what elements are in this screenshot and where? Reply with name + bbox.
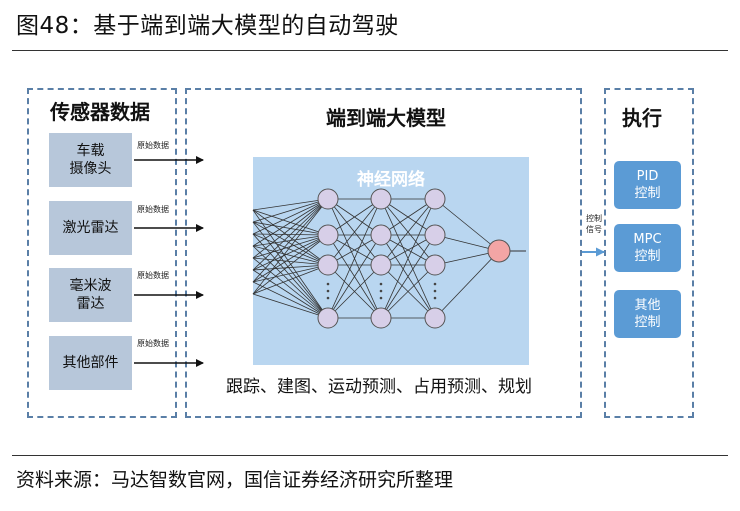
ellipsis-dot xyxy=(433,296,437,300)
network-edge xyxy=(252,264,329,271)
network-edge xyxy=(380,198,436,319)
control-signal-label: 控制 信号 xyxy=(586,214,602,234)
ellipsis-dot xyxy=(433,289,437,293)
ellipsis-dot xyxy=(326,289,330,293)
network-edge xyxy=(252,198,329,235)
neuron xyxy=(370,254,392,276)
network-edge xyxy=(252,198,329,271)
network-edge xyxy=(380,198,436,236)
network-edge xyxy=(380,234,436,319)
network-edge xyxy=(380,198,436,266)
neuron xyxy=(370,188,392,210)
network-edge xyxy=(252,257,329,319)
pid-control-box: PID 控制 xyxy=(614,161,681,209)
sensor-radar: 毫米波 雷达 xyxy=(49,268,132,322)
network-edge xyxy=(252,209,329,266)
network-edge xyxy=(252,264,329,283)
figure-title: 图48：基于端到端大模型的自动驾驶 xyxy=(16,13,399,39)
network-edge xyxy=(252,198,329,283)
source-note: 资料来源：马达智数官网，国信证券经济研究所整理 xyxy=(16,469,454,491)
network-edge xyxy=(327,234,382,319)
network-edge xyxy=(252,281,329,319)
neural-network-label: 神经网络 xyxy=(357,170,425,190)
neuron xyxy=(370,224,392,246)
network-edge xyxy=(327,264,382,319)
network-edge xyxy=(252,198,329,295)
sensor-arrows xyxy=(134,156,204,367)
network-edge xyxy=(434,198,500,252)
neuron xyxy=(317,254,339,276)
sensor-other: 其他部件 xyxy=(49,336,132,390)
network-edge xyxy=(252,221,329,266)
network-edge xyxy=(252,264,329,295)
ellipsis-dot xyxy=(379,289,383,293)
network-edge xyxy=(252,233,329,266)
network-edge xyxy=(252,198,329,223)
network-edge xyxy=(252,234,329,271)
neuron xyxy=(424,224,446,246)
neuron xyxy=(370,307,392,329)
raw-data-label: 原始数据 xyxy=(137,271,169,280)
network-edge xyxy=(252,293,329,319)
ellipsis-dot xyxy=(326,282,330,286)
mpc-control-box: MPC 控制 xyxy=(614,224,681,272)
output-neuron xyxy=(487,239,511,263)
neuron xyxy=(317,307,339,329)
model-tasks-caption: 跟踪、建图、运动预测、占用预测、规划 xyxy=(226,377,532,397)
sensor-lidar: 激光雷达 xyxy=(49,201,132,255)
network-edge xyxy=(434,250,500,319)
network-edge xyxy=(380,264,436,319)
source-divider xyxy=(12,455,728,456)
neuron xyxy=(317,188,339,210)
neuron xyxy=(424,307,446,329)
model-title: 端到端大模型 xyxy=(326,106,446,130)
raw-data-label: 原始数据 xyxy=(137,141,169,150)
network-neurons xyxy=(317,188,511,329)
ellipsis-dot xyxy=(379,296,383,300)
network-edge xyxy=(252,234,329,295)
other-control-box: 其他 控制 xyxy=(614,290,681,338)
network-edge xyxy=(252,257,329,266)
neuron xyxy=(424,188,446,210)
sensor-data-title: 传感器数据 xyxy=(50,100,150,124)
raw-data-label: 原始数据 xyxy=(137,205,169,214)
ellipsis-dot xyxy=(379,282,383,286)
network-edge xyxy=(327,198,382,319)
network-edge xyxy=(252,245,329,266)
network-edge xyxy=(252,198,329,259)
network-edge xyxy=(327,198,382,266)
neural-network-panel: 神经网络 xyxy=(253,157,529,365)
network-edge xyxy=(252,269,329,319)
network-connections xyxy=(252,198,526,319)
network-edge xyxy=(252,198,329,247)
ellipsis-dot xyxy=(433,282,437,286)
network-edge xyxy=(327,198,382,236)
ellipsis-dot xyxy=(326,296,330,300)
network-edge xyxy=(252,198,329,211)
neuron xyxy=(317,224,339,246)
raw-data-label: 原始数据 xyxy=(137,339,169,348)
network-edge xyxy=(252,234,329,283)
sensor-camera: 车载 摄像头 xyxy=(49,133,132,187)
neuron xyxy=(424,254,446,276)
execution-title: 执行 xyxy=(622,106,662,130)
title-divider xyxy=(12,50,728,51)
